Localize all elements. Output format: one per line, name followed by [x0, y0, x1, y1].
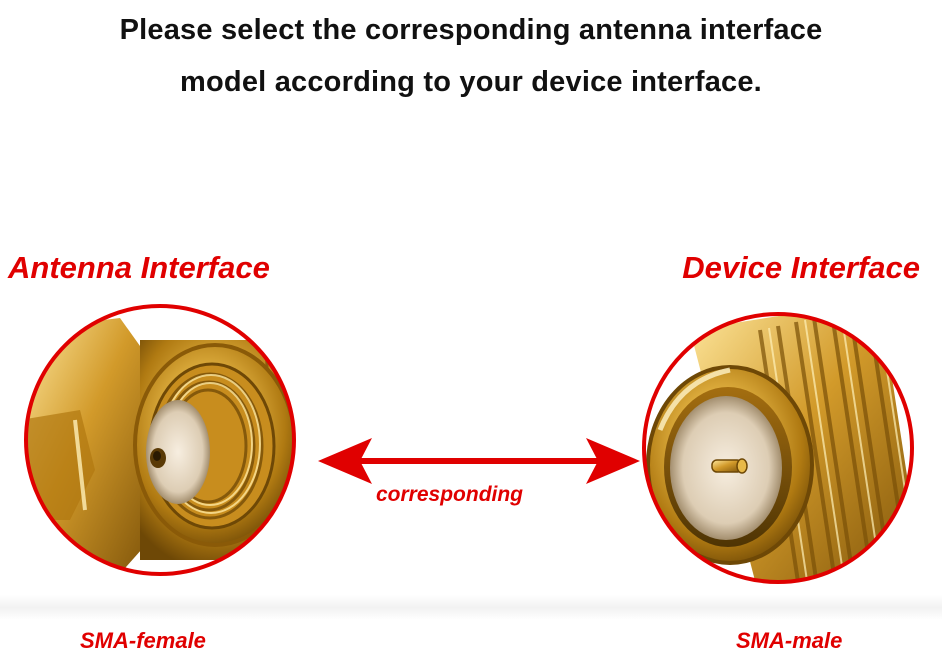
headline-line-1: Please select the corresponding antenna …: [119, 14, 823, 46]
device-interface-label: Device Interface: [682, 250, 920, 285]
sma-male-connector-icon: [642, 312, 914, 584]
sma-male-caption: SMA-male: [736, 628, 843, 653]
sma-female-caption: SMA-female: [80, 628, 206, 653]
corresponding-caption: corresponding: [376, 483, 524, 506]
antenna-interface-label: Antenna Interface: [8, 250, 270, 285]
sma-female-connector-icon: [24, 304, 296, 576]
reflection-strip: [0, 595, 942, 620]
headline: Please select the corresponding antenna …: [0, 4, 942, 108]
bidirectional-arrow-icon: [318, 438, 640, 484]
headline-line-2: model according to your device interface…: [180, 66, 762, 98]
